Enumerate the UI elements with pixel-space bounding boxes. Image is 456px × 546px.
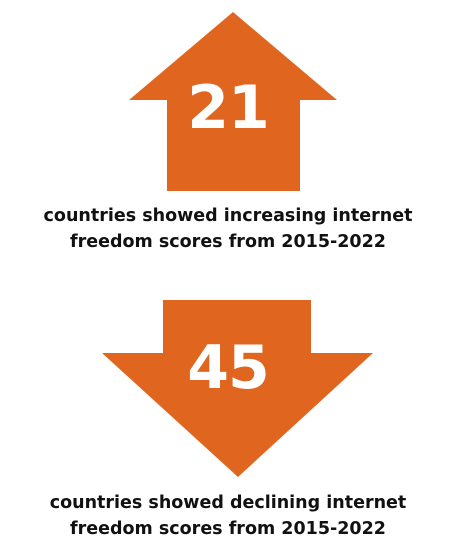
up-arrow-icon	[129, 12, 337, 191]
increase-caption-line-2: freedom scores from 2015-2022	[70, 232, 386, 252]
increase-caption-line-1: countries showed increasing internet	[43, 206, 413, 226]
down-arrow-icon	[102, 300, 373, 477]
increase-count: 21	[187, 73, 270, 143]
decline-count: 45	[187, 333, 270, 403]
increase-caption: countries showed increasing internet fre…	[0, 203, 456, 255]
decline-caption-line-1: countries showed declining internet	[49, 493, 407, 513]
decline-caption-line-2: freedom scores from 2015-2022	[70, 519, 386, 539]
decline-caption: countries showed declining internet free…	[0, 490, 456, 542]
